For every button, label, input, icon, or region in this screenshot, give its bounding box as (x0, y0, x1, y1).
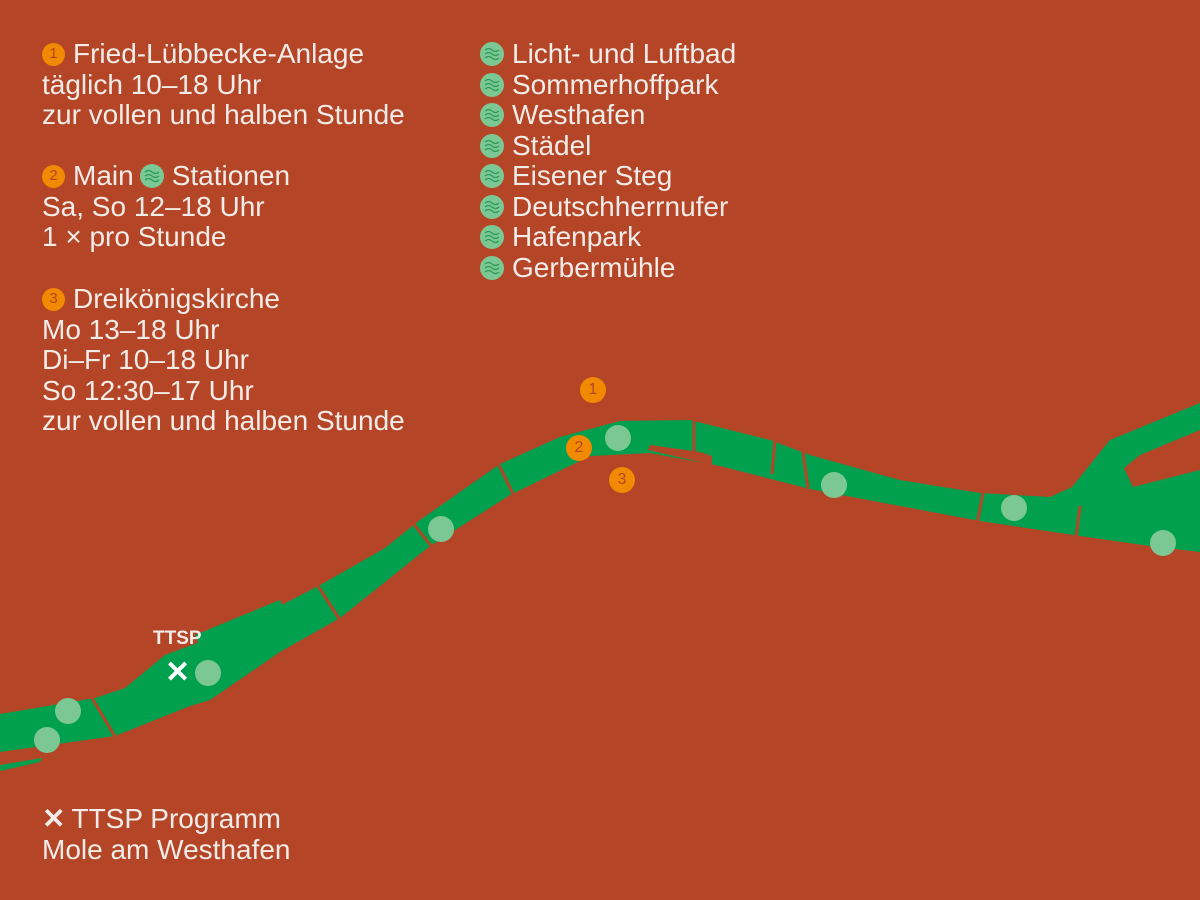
river-main (0, 403, 1200, 771)
schedule-3-line: Di–Fr 10–18 Uhr (42, 344, 249, 375)
footer-title: TTSP Programm (71, 803, 281, 834)
map-marker-2[interactable]: 2 (566, 435, 592, 461)
schedule-1: 1 Fried-Lübbecke-Anlage täglich 10–18 Uhr… (42, 38, 405, 131)
schedule-3-line: Mo 13–18 Uhr (42, 313, 220, 345)
station-marker[interactable] (428, 516, 454, 542)
ttsp-map-label: TTSP (153, 628, 202, 649)
marker-1-icon: 1 (42, 42, 65, 66)
ttsp-location-icon[interactable]: ✕ (165, 656, 191, 689)
wave-icon (480, 194, 504, 219)
schedule-3: 3 Dreikönigskirche Mo 13–18 Uhr Di–Fr 10–… (42, 283, 405, 437)
wave-icon (480, 133, 504, 158)
station-name: Sommerhoffpark (512, 68, 719, 100)
station-item: Westhafen (480, 99, 736, 131)
footer-legend: ✕TTSP Programm Mole am Westhafen (42, 803, 291, 865)
schedule-2: 2 Main Stationen Sa, So 12–18 Uhr 1 × pro … (42, 160, 291, 253)
schedule-2-line: Sa, So 12–18 Uhr (42, 190, 265, 222)
schedule-1-line: täglich 10–18 Uhr (42, 68, 262, 100)
station-marker[interactable] (1001, 495, 1027, 521)
station-name: Städel (512, 129, 592, 161)
wave-icon (480, 72, 504, 97)
station-marker[interactable] (34, 727, 60, 753)
station-item: Sommerhoffpark (480, 68, 736, 101)
station-name: Westhafen (512, 99, 646, 130)
wave-icon (139, 164, 164, 189)
station-name: Hafenpark (512, 221, 642, 252)
station-marker[interactable] (55, 698, 81, 724)
station-item: Städel (480, 129, 736, 162)
station-marker[interactable] (605, 425, 631, 451)
station-name: Deutschherrnufer (512, 190, 729, 222)
schedule-3-line: So 12:30–17 Uhr (42, 374, 254, 406)
wave-icon (480, 164, 504, 189)
bridges (90, 420, 1082, 741)
map-marker-3[interactable]: 3 (609, 467, 635, 493)
wave-icon (480, 42, 504, 67)
wave-icon (480, 225, 504, 250)
map-marker-1[interactable]: 1 (580, 377, 606, 403)
harbor-inlet (648, 445, 712, 466)
station-name: Gerbermühle (512, 251, 676, 283)
schedule-2-title: Main (73, 160, 134, 191)
station-item: Hafenpark (480, 221, 736, 253)
station-item: Gerbermühle (480, 251, 736, 284)
marker-3-icon: 3 (42, 287, 65, 311)
x-icon: ✕ (42, 803, 66, 834)
schedule-1-line: zur vollen und halben Stunde (42, 99, 405, 130)
schedule-3-title: Dreikönigskirche (73, 283, 280, 314)
schedule-2-line: 1 × pro Stunde (42, 221, 227, 252)
station-marker[interactable] (195, 660, 221, 686)
marker-2-icon: 2 (42, 164, 65, 188)
station-name: Licht- und Luftbad (512, 38, 737, 69)
station-item: Licht- und Luftbad (480, 38, 737, 70)
wave-icon (480, 255, 504, 280)
footer-subtitle: Mole am Westhafen (42, 833, 291, 865)
station-item: Eisener Steg (480, 160, 736, 192)
schedule-3-line: zur vollen und halben Stunde (42, 405, 405, 436)
station-marker[interactable] (821, 472, 847, 498)
schedule-2-title-b: Stationen (171, 160, 291, 191)
station-name: Eisener Steg (512, 160, 673, 191)
schedule-1-title: Fried-Lübbecke-Anlage (73, 38, 365, 69)
wave-icon (480, 103, 504, 128)
station-marker[interactable] (1150, 530, 1176, 556)
station-item: Deutschherrnufer (480, 190, 736, 223)
